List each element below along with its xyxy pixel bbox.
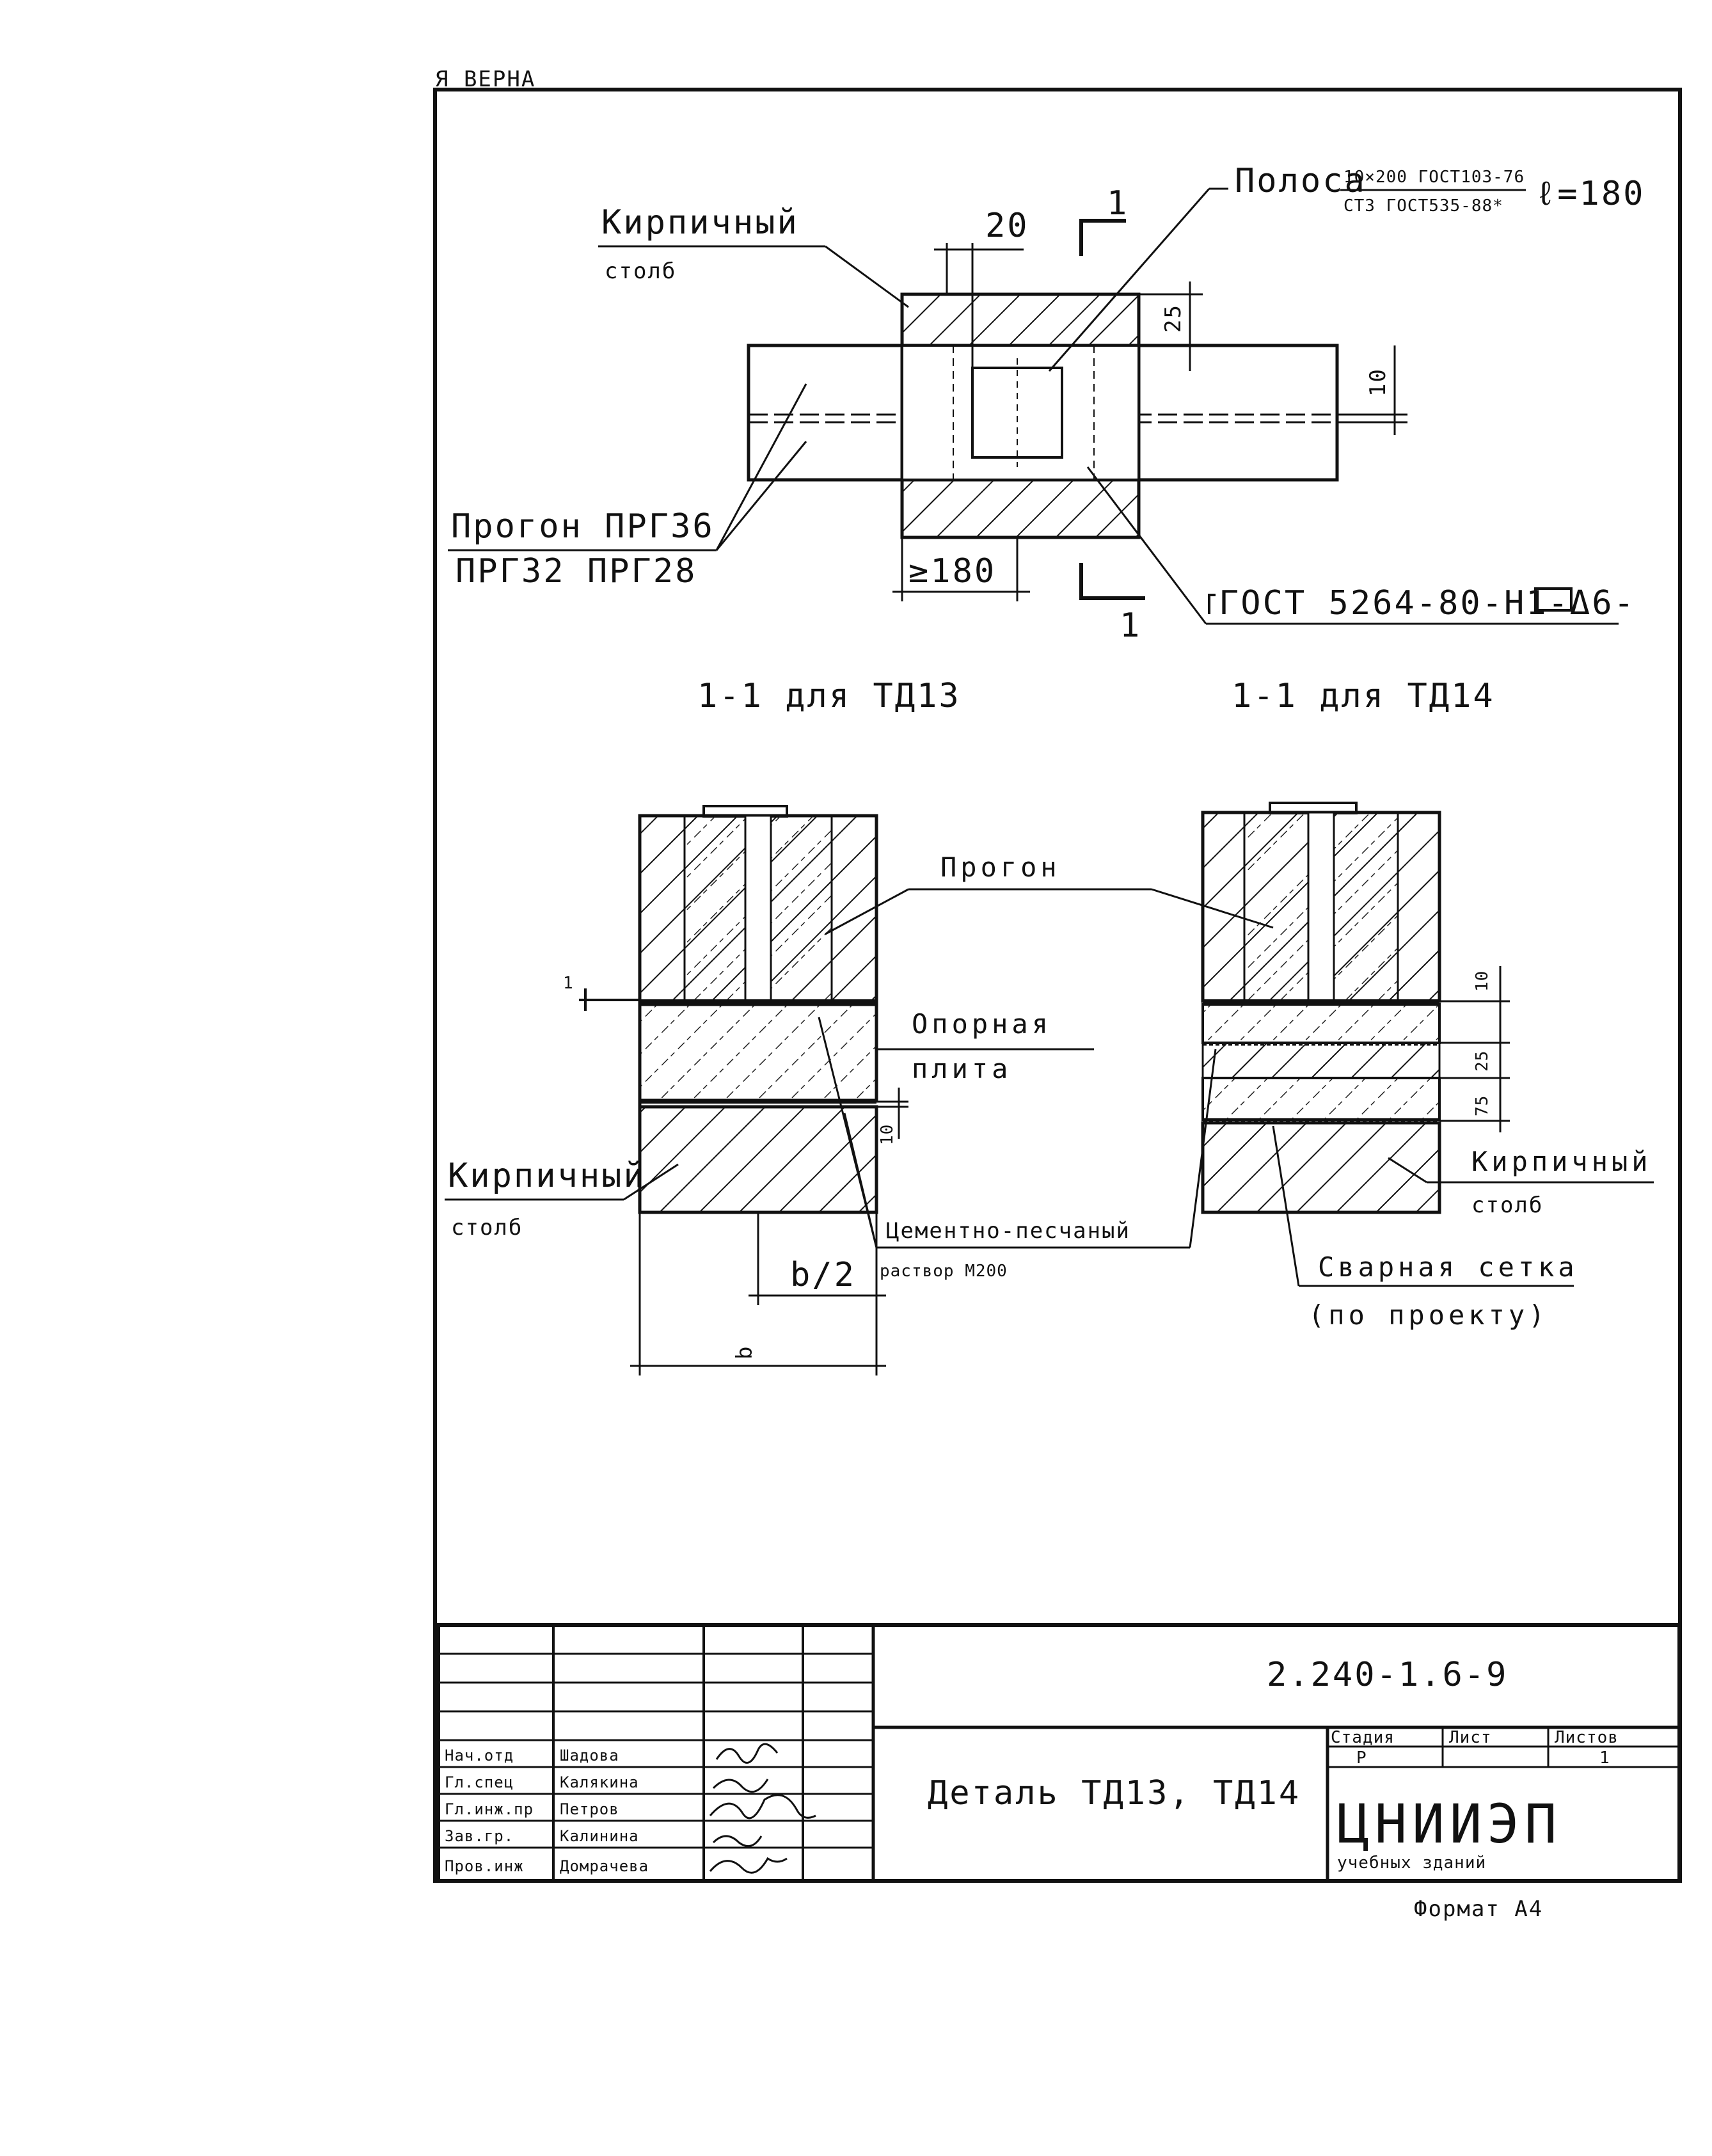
tb-stage: Р [1356,1748,1367,1768]
tb-col-stage: Стадия [1331,1728,1395,1747]
plan-view: 20 25 10 ≥180 1 1 Кирпичный столб Полоса… [448,162,1645,645]
td13-dim-b2: b/2 [790,1256,856,1294]
mortar-label-2: раствор М200 [880,1262,1008,1281]
td13-brick-pillar-label-2: столб [451,1215,523,1240]
plan-strip-spec-top: 10×200 ГОСТ103-76 [1343,168,1525,187]
tb-name-0: Шадова [560,1747,619,1764]
section-mark-top: 1 [1107,184,1129,223]
plan-purlin-label-2: ПРГ32 ПРГ28 [456,552,697,591]
tb-doc-code: 2.240-1.6-9 [1267,1656,1508,1694]
plan-dim-20: 20 [985,207,1029,245]
tb-role-3: Зав.гр. [445,1827,514,1845]
tb-name-3: Калинина [560,1827,639,1845]
mortar-label-1: Цементно-песчаный [886,1218,1130,1244]
mesh-label-1: Сварная сетка [1318,1251,1578,1283]
plan-weld-spec: ГОСТ 5264-80-Н1-Δ6- [1219,584,1636,622]
tb-col-sheets: Листов [1555,1728,1619,1747]
title-block: Нач.отд Шадова Гл.спец Калякина Гл.инж.п… [436,1623,1681,1883]
tb-org-name: ЦНИИЭП [1337,1793,1562,1855]
plan-dim-180: ≥180 [908,552,996,591]
td14-brick-pillar [1201,1121,1441,1214]
td13-dim-b: b [732,1345,757,1359]
plan-dim-25: 25 [1161,304,1186,333]
section-title-td14: 1-1 для ТД14 [1232,677,1495,715]
section-support-plate-label-1: Опорная [912,1008,1052,1040]
td14-brick-pillar-label-2: столб [1471,1193,1543,1218]
td13-brick-pillar [638,1105,878,1214]
plan-brick-pillar-label-2: столб [605,258,676,284]
tb-role-2: Гл.инж.пр [445,1800,534,1818]
section-td13: 1 10 b/2 b [563,805,908,1375]
section-title-td13: 1-1 для ТД13 [697,677,961,715]
signatures [709,1743,816,1874]
section-td14: 10 25 75 [1201,802,1510,1214]
section-mark-bottom: 1 [1120,606,1141,645]
tb-title: Деталь ТД13, ТД14 [928,1774,1301,1812]
td14-brick-pillar-label-1: Кирпичный [1471,1146,1652,1177]
plan-strip-spec-bottom: СТ3 ГОСТ535-88* [1343,196,1503,216]
section-support-plate-label-2: плита [912,1053,1011,1084]
td14-dim-75: 75 [1473,1095,1492,1116]
plan-strip-length: ℓ=180 [1535,175,1645,213]
td13-arrow-mark: 1 [563,974,574,993]
tb-name-4: Домрачева [560,1857,649,1875]
tb-org-sub: учебных зданий [1337,1853,1486,1873]
tb-role-1: Гл.спец [445,1773,514,1791]
td14-dim-10: 10 [1473,971,1492,992]
tb-sheets-total: 1 [1599,1748,1610,1768]
plan-support-plate [971,367,1063,459]
tb-role-4: Пров.инж [445,1857,524,1875]
mesh-label-2: (по проекту) [1308,1299,1548,1331]
tb-name-2: Петров [560,1800,619,1818]
td13-dim-10: 10 [878,1124,897,1145]
plan-purlin-label-1: Прогон ПРГ36 [451,507,715,546]
plan-strip-label: Полоса [1235,162,1367,200]
tb-role-0: Нач.отд [445,1747,514,1764]
tb-col-sheet: Лист [1449,1728,1492,1747]
plan-brick-pillar-label-1: Кирпичный [601,203,799,242]
sheet-format: Формат А4 [1414,1896,1543,1922]
td14-support-plate [1201,1003,1441,1044]
section-purlin-label: Прогон [940,852,1061,883]
td13-brick-pillar-label-1: Кирпичный [448,1157,646,1195]
td13-support-plate [638,1003,878,1102]
plan-dim-10: 10 [1365,368,1391,397]
td14-dim-25: 25 [1473,1050,1492,1072]
tb-name-1: Калякина [560,1773,639,1791]
